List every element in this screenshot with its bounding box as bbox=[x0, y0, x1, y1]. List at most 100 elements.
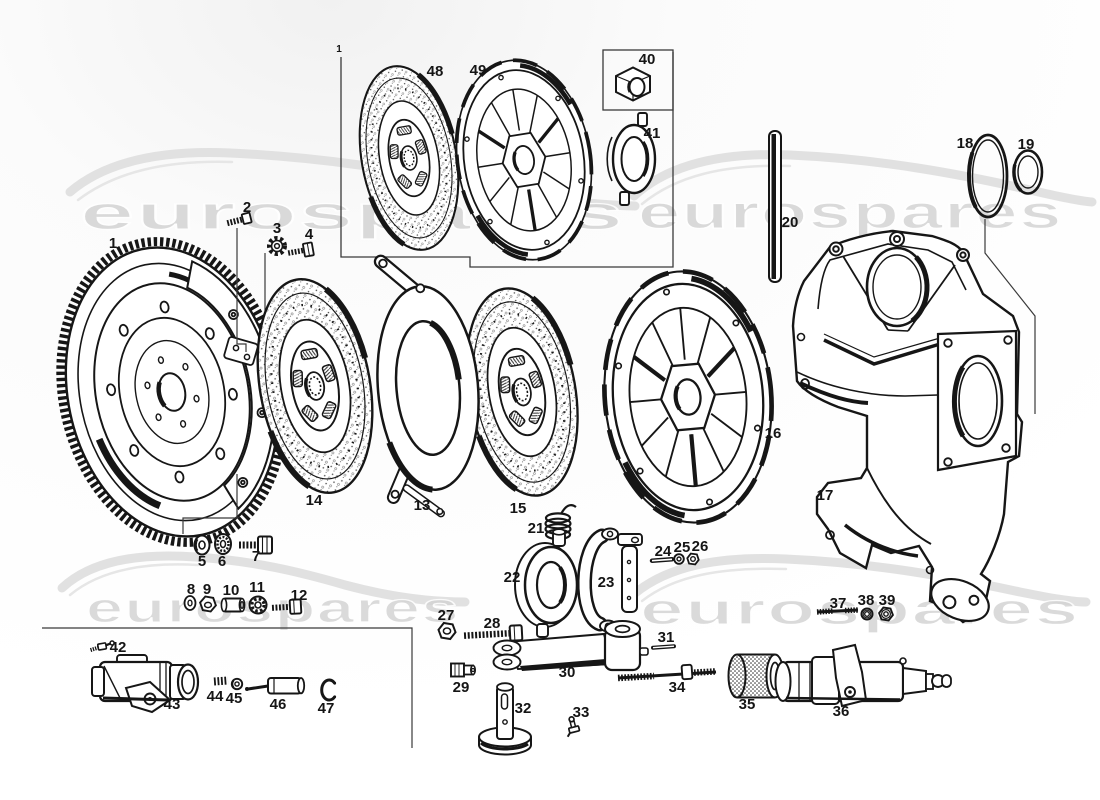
part-11-spring-washer bbox=[248, 595, 268, 615]
callout-16: 16 bbox=[765, 425, 782, 442]
callout-26: 26 bbox=[692, 538, 709, 555]
section-divider bbox=[42, 627, 413, 748]
part-20-rod bbox=[768, 130, 782, 283]
callout-24: 24 bbox=[655, 543, 672, 560]
callout-46: 46 bbox=[270, 696, 287, 713]
part-36-slave-cylinder bbox=[774, 643, 952, 708]
watermark-bottom-left: eurospares bbox=[57, 551, 470, 632]
callout-31: 31 bbox=[658, 629, 675, 646]
callout-19: 19 bbox=[1018, 136, 1035, 153]
part-45-washer bbox=[230, 677, 244, 691]
watermark-bottom-right: eurospares bbox=[629, 554, 1091, 635]
part-47-circlip bbox=[320, 678, 337, 702]
part-6-lock-washer bbox=[214, 533, 232, 555]
flywheel-clamp-plate bbox=[223, 336, 259, 366]
callout-38: 38 bbox=[858, 592, 875, 609]
callout-17: 17 bbox=[817, 487, 834, 504]
callout-44: 44 bbox=[207, 688, 224, 705]
callout-28: 28 bbox=[484, 615, 501, 632]
callout-49: 49 bbox=[470, 62, 487, 79]
part-17-bell-housing bbox=[791, 229, 1024, 624]
part-46-pushrod bbox=[245, 677, 306, 695]
part-27-nut bbox=[437, 621, 457, 641]
callout-4: 4 bbox=[305, 226, 314, 243]
part-34-threaded-rod bbox=[617, 663, 717, 682]
part-39-nut bbox=[878, 606, 894, 622]
part-13-intermediate-plate bbox=[373, 254, 480, 518]
callout-30: 30 bbox=[559, 664, 576, 681]
callout-5: 5 bbox=[198, 553, 206, 570]
part-26-nut bbox=[686, 552, 700, 566]
callout-37: 37 bbox=[830, 595, 847, 612]
part-38-washer bbox=[860, 607, 874, 621]
part-10-spacer bbox=[220, 597, 246, 613]
callout-35: 35 bbox=[739, 696, 756, 713]
part-37-stud bbox=[816, 607, 859, 615]
part-18-seal-ring bbox=[966, 133, 1009, 219]
callout-13: 13 bbox=[414, 497, 431, 514]
part-33-grease-fitting bbox=[566, 716, 581, 738]
callout-labels: 1 1 2 3 4 5 6 7 8 9 10 11 12 13 14 15 16… bbox=[109, 44, 1035, 721]
callout-1: 1 bbox=[109, 235, 117, 252]
part-41-release-bearing bbox=[606, 112, 657, 206]
callout-45: 45 bbox=[226, 690, 243, 707]
part-40-nut bbox=[615, 66, 651, 102]
callout-1-inset: 1 bbox=[336, 44, 342, 55]
callout-48: 48 bbox=[427, 63, 444, 80]
part-2-bolt bbox=[226, 211, 253, 227]
part-24-pin bbox=[649, 557, 675, 563]
callout-21: 21 bbox=[528, 520, 545, 537]
callout-41: 41 bbox=[644, 125, 661, 142]
part-32-pivot-pin bbox=[478, 682, 532, 756]
part-43-cylinder-body bbox=[91, 654, 200, 714]
callout-25: 25 bbox=[674, 539, 691, 556]
callout-10: 10 bbox=[223, 582, 240, 599]
callout-9: 9 bbox=[203, 581, 211, 598]
watermark-text: eurospares bbox=[638, 186, 1063, 238]
callout-39: 39 bbox=[879, 592, 896, 609]
callout-32: 32 bbox=[515, 700, 532, 717]
callout-47: 47 bbox=[318, 700, 335, 717]
callout-43: 43 bbox=[164, 696, 181, 713]
callout-6: 6 bbox=[218, 553, 226, 570]
part-8-washer bbox=[183, 595, 197, 611]
callout-11: 11 bbox=[249, 579, 265, 596]
callout-20: 20 bbox=[782, 214, 799, 231]
part-29-fitting bbox=[450, 662, 477, 678]
inset-box-40 bbox=[602, 49, 674, 111]
callout-2: 2 bbox=[243, 199, 251, 216]
watermark-top-right: eurospares bbox=[629, 150, 1097, 239]
callout-8: 8 bbox=[187, 581, 195, 598]
callout-15: 15 bbox=[510, 500, 527, 517]
part-19-seal-ring bbox=[1012, 149, 1044, 195]
part-22-throwout-bearing bbox=[514, 528, 579, 638]
callout-23: 23 bbox=[598, 574, 615, 591]
callout-12: 12 bbox=[291, 587, 308, 604]
watermark-text: eurospares bbox=[640, 585, 1080, 634]
part-5-washer bbox=[193, 534, 211, 556]
part-23-release-fork bbox=[577, 527, 643, 633]
part-25-washer bbox=[673, 553, 685, 565]
callout-36: 36 bbox=[833, 703, 850, 720]
callout-27: 27 bbox=[438, 607, 455, 624]
part-7-bolt bbox=[239, 535, 273, 555]
callout-14: 14 bbox=[306, 492, 323, 509]
leader-18-19 bbox=[984, 219, 1036, 414]
callout-40: 40 bbox=[639, 51, 656, 68]
part-9-nut bbox=[199, 595, 217, 613]
callout-3: 3 bbox=[273, 220, 281, 237]
leader-2 bbox=[236, 228, 247, 352]
callout-29: 29 bbox=[453, 679, 470, 696]
callout-34: 34 bbox=[669, 679, 686, 696]
leader-5-6 bbox=[182, 474, 238, 534]
part-35-bushing bbox=[727, 653, 785, 699]
part-31-pin bbox=[651, 644, 676, 650]
part-44-spring bbox=[213, 676, 229, 686]
part-4-bolt bbox=[287, 241, 315, 258]
part-42-bleeder bbox=[89, 640, 115, 652]
callout-7: 7 bbox=[252, 548, 260, 565]
callout-33: 33 bbox=[573, 704, 590, 721]
inset-box-outline bbox=[340, 52, 674, 268]
